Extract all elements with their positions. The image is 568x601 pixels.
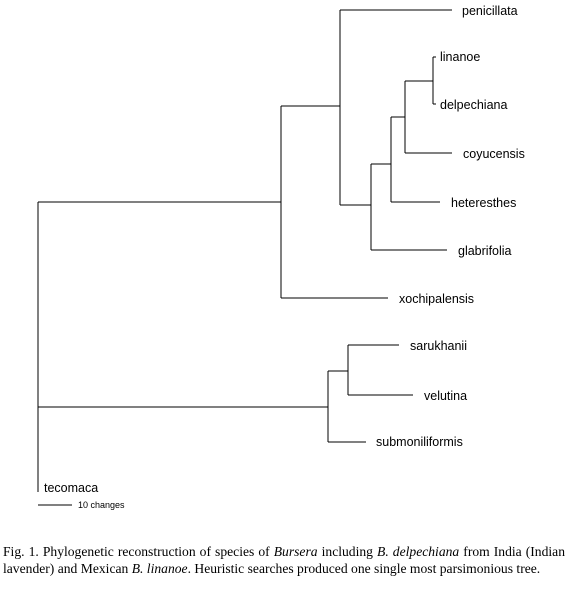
- figure-caption: Fig. 1. Phylogenetic reconstruction of s…: [3, 543, 565, 577]
- caption-genus: Bursera: [273, 544, 318, 559]
- caption-species-delpechiana: B. delpechiana: [377, 544, 460, 559]
- taxon-linanoe: linanoe: [440, 50, 480, 64]
- taxon-sarukhanii: sarukhanii: [410, 339, 467, 353]
- taxon-tecomaca: tecomaca: [44, 481, 98, 495]
- caption-text-1: Fig. 1. Phylogenetic reconstruction of s…: [3, 544, 274, 559]
- taxon-velutina: velutina: [424, 389, 467, 403]
- scale-bar-label: 10 changes: [78, 500, 125, 510]
- caption-text-2: including: [317, 544, 378, 559]
- taxon-coyucensis: coyucensis: [463, 147, 525, 161]
- taxon-heteresthes: heteresthes: [451, 196, 516, 210]
- taxon-penicillata: penicillata: [462, 4, 518, 18]
- taxon-glabrifolia: glabrifolia: [458, 244, 512, 258]
- caption-text-3: from India (Indian lavender) and Mexican: [3, 544, 566, 576]
- caption-text-4: . Heuristic searches produced one single…: [187, 561, 541, 576]
- phylogenetic-tree: xochipalensis penicillata glabrifolia he…: [37, 4, 525, 510]
- taxon-xochipalensis: xochipalensis: [399, 292, 474, 306]
- taxon-submoniliformis: submoniliformis: [376, 435, 463, 449]
- taxon-delpechiana: delpechiana: [440, 98, 507, 112]
- caption-species-linanoe: B. linanoe: [131, 561, 188, 576]
